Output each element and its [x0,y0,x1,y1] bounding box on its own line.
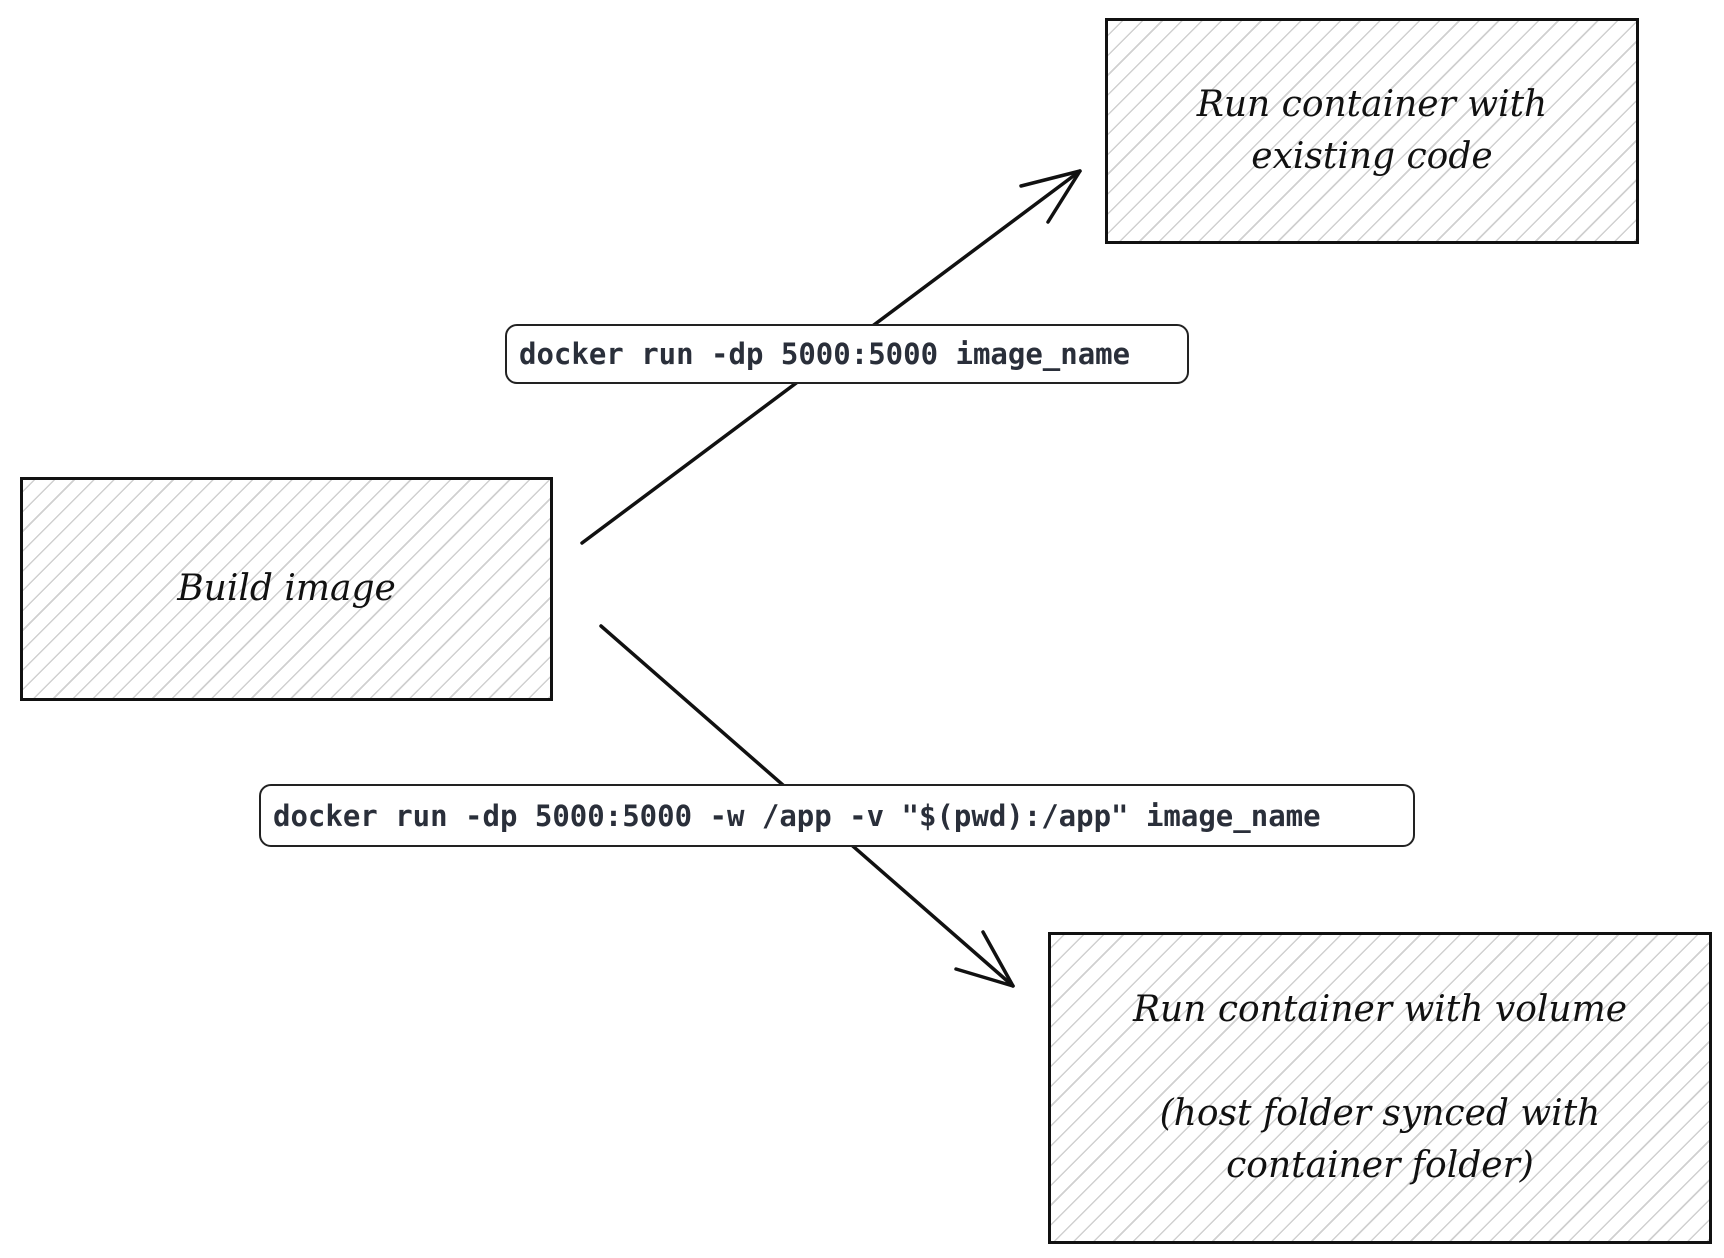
run-with-volume-node: Run container with volume (host folder s… [1048,932,1712,1244]
command-run-existing: docker run -dp 5000:5000 image_name [519,337,1131,371]
run-existing-code-node: Run container with existing code [1105,18,1639,244]
edge-label-run-existing: docker run -dp 5000:5000 image_name [505,324,1189,384]
edge-label-run-volume: docker run -dp 5000:5000 -w /app -v "$(p… [259,784,1415,847]
arrowhead-run-volume-icon [954,930,1015,988]
command-run-volume: docker run -dp 5000:5000 -w /app -v "$(p… [273,798,1321,833]
run-with-volume-label: Run container with volume (host folder s… [1132,989,1628,1186]
build-image-label: Build image [177,568,396,609]
run-existing-code-label: Run container with existing code [1196,84,1548,177]
build-image-node: Build image [20,477,553,701]
arrowhead-run-existing-icon [1019,169,1082,224]
